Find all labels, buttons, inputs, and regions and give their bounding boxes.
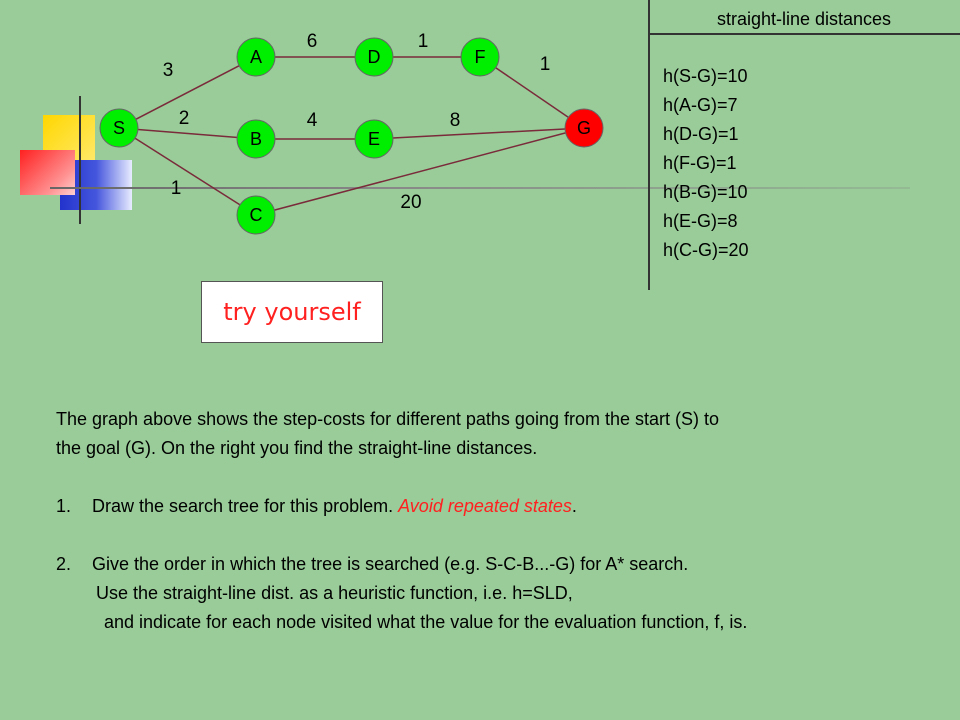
node-circle-G xyxy=(564,108,604,148)
edge-cost-C-G: 20 xyxy=(400,192,421,213)
question-1-text: Draw the search tree for this problem. xyxy=(92,496,399,516)
node-G: G xyxy=(564,108,604,148)
sld-item: h(S-G)=10 xyxy=(663,66,748,86)
node-label-B: B xyxy=(250,129,262,149)
node-E: E xyxy=(354,119,394,159)
sld-item: h(F-G)=1 xyxy=(663,153,737,173)
node-circle-C xyxy=(236,195,276,235)
sld-divider-vertical xyxy=(648,0,650,290)
edge-F-G xyxy=(479,56,585,129)
node-circle-B xyxy=(236,119,276,159)
node-label-E: E xyxy=(368,129,380,149)
node-label-S: S xyxy=(113,118,125,138)
edge-cost-S-B: 2 xyxy=(179,108,190,129)
node-label-C: C xyxy=(250,205,263,225)
node-circle-E xyxy=(354,119,394,159)
sld-panel: straight-line distances h(S-G)=10 h(A-G)=… xyxy=(648,0,960,290)
decor-vertical-line xyxy=(79,96,81,224)
question-2-line-2: Use the straight-line dist. as a heurist… xyxy=(96,583,573,603)
question-2-line-3: and indicate for each node visited what … xyxy=(104,612,748,632)
edge-S-A xyxy=(118,56,257,129)
edge-cost-D-F: 1 xyxy=(418,31,429,52)
edge-cost-E-G: 8 xyxy=(450,110,461,131)
intro-line-1: The graph above shows the step-costs for… xyxy=(56,409,720,429)
edge-cost-B-E: 4 xyxy=(307,110,318,131)
edge-cost-S-C: 1 xyxy=(171,178,182,199)
question-2: 2. Give the order in which the tree is se… xyxy=(56,550,956,579)
node-circle-D xyxy=(354,37,394,77)
edge-cost-F-G: 1 xyxy=(540,54,551,75)
edge-cost-A-D: 6 xyxy=(307,31,318,52)
question-1: 1. Draw the search tree for this problem.… xyxy=(56,492,956,521)
sld-item: h(A-G)=7 xyxy=(663,95,738,115)
question-1-number: 1. xyxy=(56,496,72,516)
intro-line-2: the goal (G). On the right you find the … xyxy=(56,438,538,458)
node-label-A: A xyxy=(250,47,262,67)
question-1-end: . xyxy=(571,496,577,516)
sld-list: h(S-G)=10 h(A-G)=7 h(D-G)=1 h(F-G)=1 h(B-G)=… xyxy=(663,62,749,265)
edge-cost-S-A: 3 xyxy=(163,60,174,81)
sld-title: straight-line distances xyxy=(716,9,892,29)
try-yourself-button[interactable]: try yourself xyxy=(201,281,383,343)
try-yourself-label: try yourself xyxy=(223,298,361,326)
instructions: The graph above shows the step-costs for… xyxy=(56,405,956,637)
node-C: C xyxy=(236,195,276,235)
edge-S-C xyxy=(118,127,257,216)
node-circle-A xyxy=(236,37,276,77)
edge-C-G xyxy=(255,127,585,216)
sld-item: h(C-G)=20 xyxy=(663,240,749,260)
edge-E-G xyxy=(373,127,585,140)
node-label-G: G xyxy=(577,118,591,138)
question-1-emphasis: Avoid repeated states xyxy=(398,496,572,516)
question-2-number: 2. xyxy=(56,554,72,574)
node-label-F: F xyxy=(475,47,486,67)
sld-item: h(D-G)=1 xyxy=(663,124,739,144)
edge-S-B xyxy=(118,127,257,140)
sld-item: h(E-G)=8 xyxy=(663,211,738,231)
node-circle-S xyxy=(99,108,139,148)
node-circle-F xyxy=(460,37,500,77)
sld-divider-horizontal xyxy=(650,33,960,35)
node-S: S xyxy=(99,108,139,148)
node-B: B xyxy=(236,119,276,159)
sld-item: h(B-G)=10 xyxy=(663,182,748,202)
node-A: A xyxy=(236,37,276,77)
node-F: F xyxy=(460,37,500,77)
decor-horizontal-line xyxy=(50,187,910,189)
node-D: D xyxy=(354,37,394,77)
node-label-D: D xyxy=(368,47,381,67)
question-2-line-1: Give the order in which the tree is sear… xyxy=(92,554,689,574)
